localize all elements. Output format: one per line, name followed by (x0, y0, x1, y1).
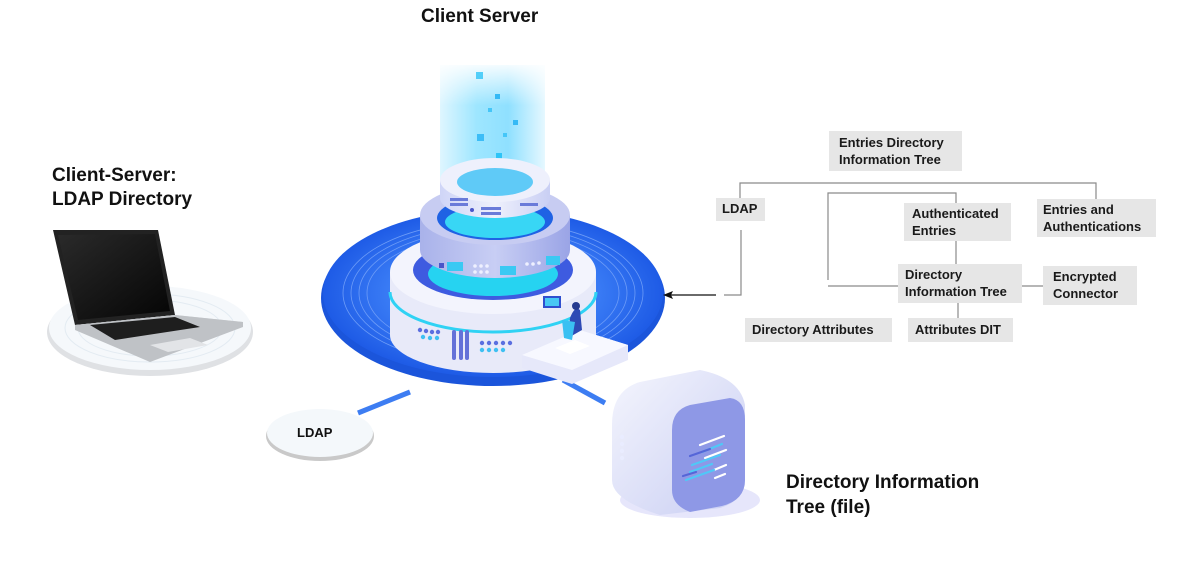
ldap-bubble-label: LDAP (297, 425, 333, 440)
tree-node-authenticated-line2: Entries (912, 223, 957, 238)
tree-node-directory-attributes: Directory Attributes (745, 318, 892, 342)
laptop (47, 230, 253, 376)
tree-node-entries-auth-line2: Authentications (1043, 219, 1142, 234)
tree-node-entries-dit-line1: Entries Directory (839, 135, 944, 150)
tree-node-encrypted-connector: Encrypted Connector (1043, 266, 1137, 305)
tree-node-authenticated-line1: Authenticated (912, 206, 999, 221)
link-ldap (357, 389, 411, 416)
network-links (357, 377, 607, 416)
client-server-title: Client Server (421, 6, 539, 27)
tree-node-dit-line1: Directory (905, 267, 963, 282)
tree-node-entries-authentications: Entries and Authentications (1037, 199, 1156, 237)
server-top-ring (440, 158, 550, 218)
tree-node-encrypted-line2: Connector (1053, 286, 1118, 301)
ldap-bubble (266, 409, 374, 461)
tree-node-directory-information-tree: Directory Information Tree (898, 264, 1022, 303)
tree-node-encrypted-line1: Encrypted (1053, 269, 1117, 284)
operator-desk (522, 296, 628, 384)
tree-node-dit-line2: Information Tree (905, 284, 1007, 299)
dit-file-title-line1: Directory Information (786, 472, 980, 493)
tree-node-entries-auth-line1: Entries and (1043, 202, 1114, 217)
tree-node-attributes-dit-label: Attributes DIT (915, 322, 1001, 337)
tree-node-entries-dit: Entries Directory Information Tree (829, 131, 962, 171)
client-ldap-title-line2: LDAP Directory (52, 189, 193, 210)
tree-node-entries-dit-line2: Information Tree (839, 152, 941, 167)
tree-node-authenticated-entries: Authenticated Entries (904, 203, 1011, 241)
client-ldap-title-line1: Client-Server: (52, 165, 177, 186)
tree-node-attributes-dit: Attributes DIT (908, 318, 1013, 342)
dit-file-title: Directory Information Tree (file) (786, 470, 979, 520)
link-dit-file (561, 377, 607, 406)
tree-node-directory-attributes-label: Directory Attributes (752, 322, 874, 337)
tree-node-ldap-label: LDAP (722, 201, 758, 216)
arrow-to-server (663, 291, 716, 299)
client-ldap-title: Client-Server: LDAP Directory (52, 164, 192, 212)
dit-file-cube (612, 370, 760, 518)
tree-connectors (724, 182, 1097, 318)
tree-node-ldap: LDAP (716, 198, 765, 221)
data-beam (440, 65, 545, 200)
dit-file-title-line2: Tree (file) (786, 497, 871, 518)
